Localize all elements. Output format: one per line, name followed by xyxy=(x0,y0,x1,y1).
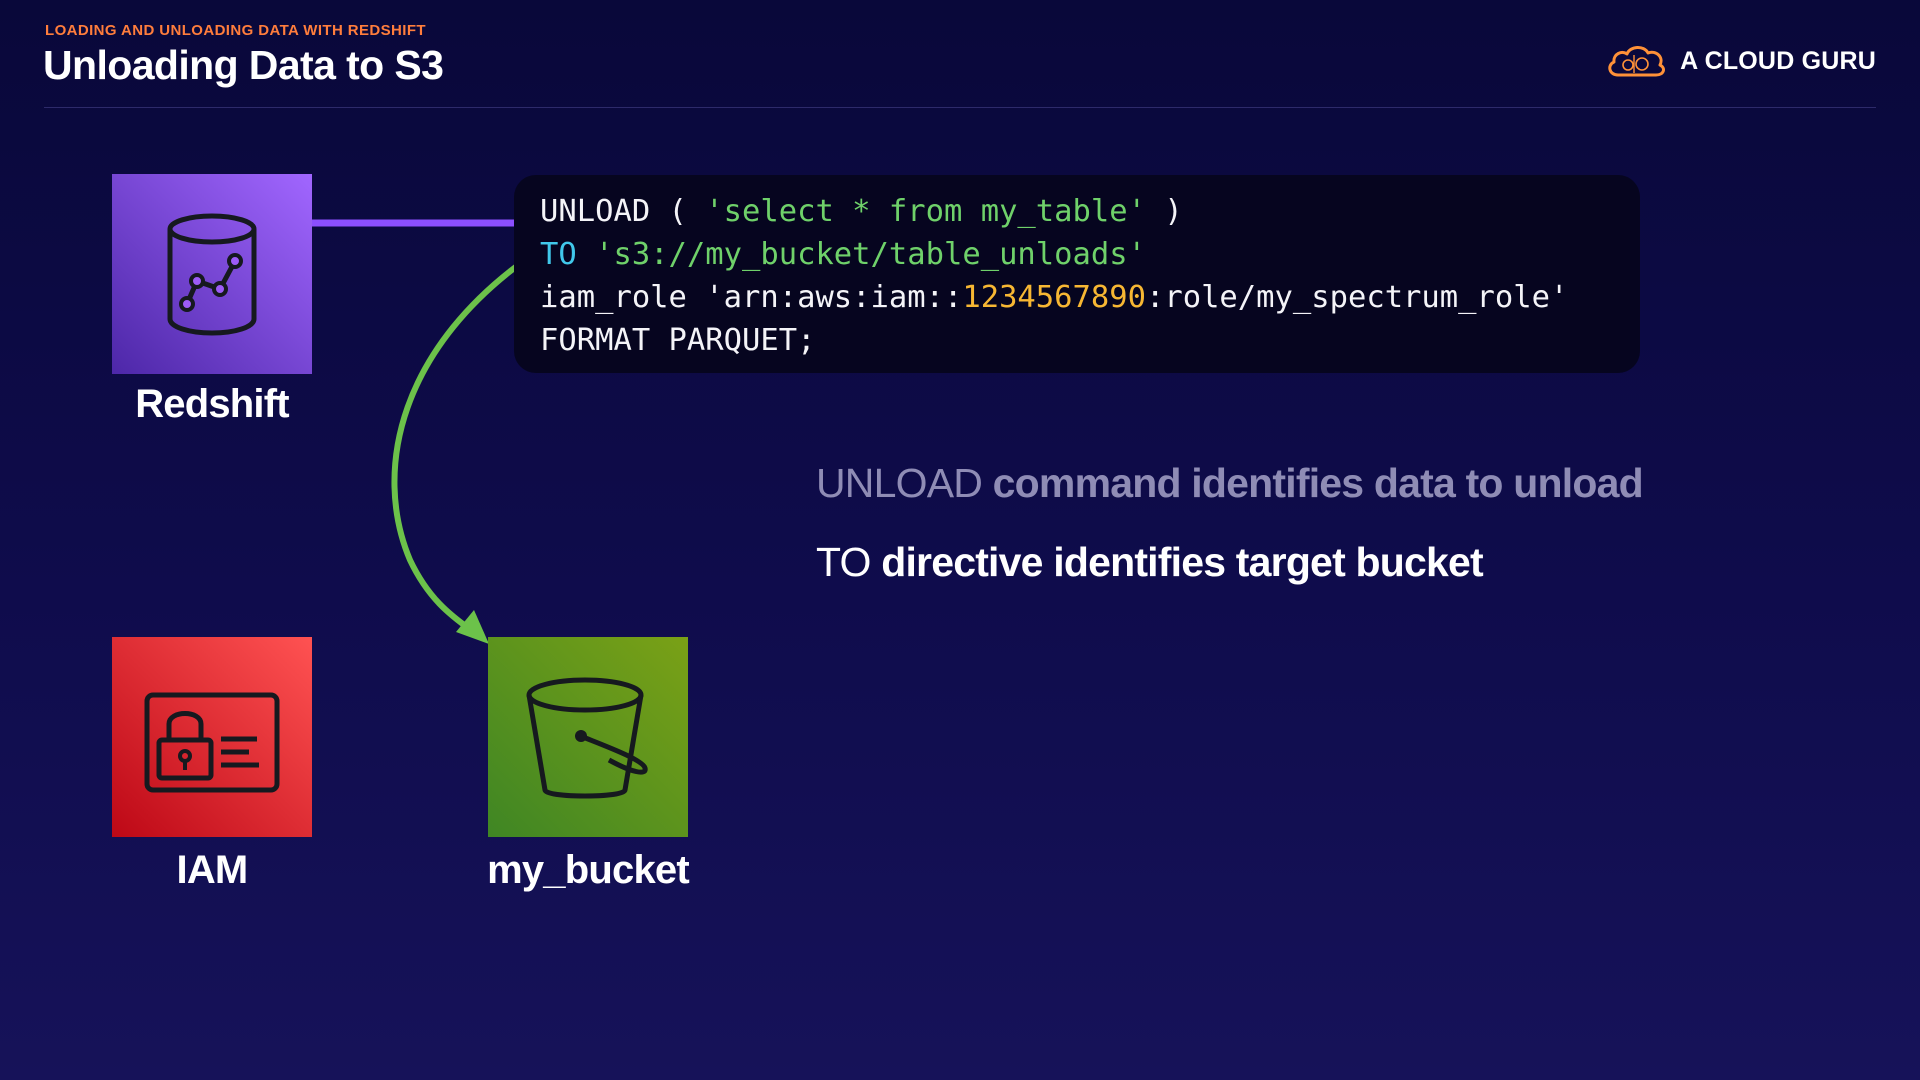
code-account-id: 1234567890 xyxy=(962,280,1146,315)
explanation-to-keyword: TO xyxy=(816,539,871,585)
brand-logo: A CLOUD GURU xyxy=(1604,38,1876,84)
code-unload-keyword: UNLOAD ( xyxy=(540,194,706,229)
code-line-iam-role: iam_role 'arn:aws:iam::1234567890:role/m… xyxy=(540,276,1640,319)
code-line-to: TO 's3://my_bucket/table_unloads' xyxy=(540,233,1640,276)
explanation-unload-keyword: UNLOAD xyxy=(816,460,983,506)
explanation-unload-text: command identifies data to unload xyxy=(992,460,1644,506)
code-iam-role-suffix: :role/my_spectrum_role' xyxy=(1145,280,1569,315)
slide-title: Unloading Data to S3 xyxy=(43,42,444,88)
explanation-to: TO directive identifies target bucket xyxy=(816,539,1484,586)
code-select-string: 'select * from my_table' xyxy=(705,194,1146,229)
code-close-paren: ) xyxy=(1145,194,1183,229)
explanation-to-text: directive identifies target bucket xyxy=(881,539,1483,585)
s3-bucket-icon xyxy=(526,677,648,799)
redshift-node[interactable] xyxy=(112,174,312,374)
code-to-keyword: TO xyxy=(540,237,577,272)
bucket-label: my_bucket xyxy=(487,848,690,892)
redshift-label: Redshift xyxy=(135,382,289,426)
iam-node[interactable] xyxy=(112,637,312,837)
code-iam-role-prefix: iam_role 'arn:aws:iam:: xyxy=(540,280,963,315)
cloud-logo-icon xyxy=(1608,46,1666,77)
explanation-unload: UNLOAD command identifies data to unload xyxy=(816,460,1644,507)
code-s3-path-string: 's3://my_bucket/table_unloads' xyxy=(576,237,1146,272)
iam-id-card-lock-icon xyxy=(144,692,280,793)
redshift-database-icon xyxy=(167,213,257,336)
iam-label: IAM xyxy=(176,848,249,892)
header-divider xyxy=(44,107,1876,108)
section-kicker: LOADING AND UNLOADING DATA WITH REDSHIFT xyxy=(45,22,426,39)
bucket-node[interactable] xyxy=(488,637,688,837)
arrow-head xyxy=(456,610,489,644)
code-line-format: FORMAT PARQUET; xyxy=(540,323,816,358)
unload-code-block: UNLOAD ( 'select * from my_table' )TO 's… xyxy=(514,175,1640,373)
code-line-unload: UNLOAD ( 'select * from my_table' ) xyxy=(540,190,1640,233)
brand-name: A CLOUD GURU xyxy=(1680,46,1876,75)
